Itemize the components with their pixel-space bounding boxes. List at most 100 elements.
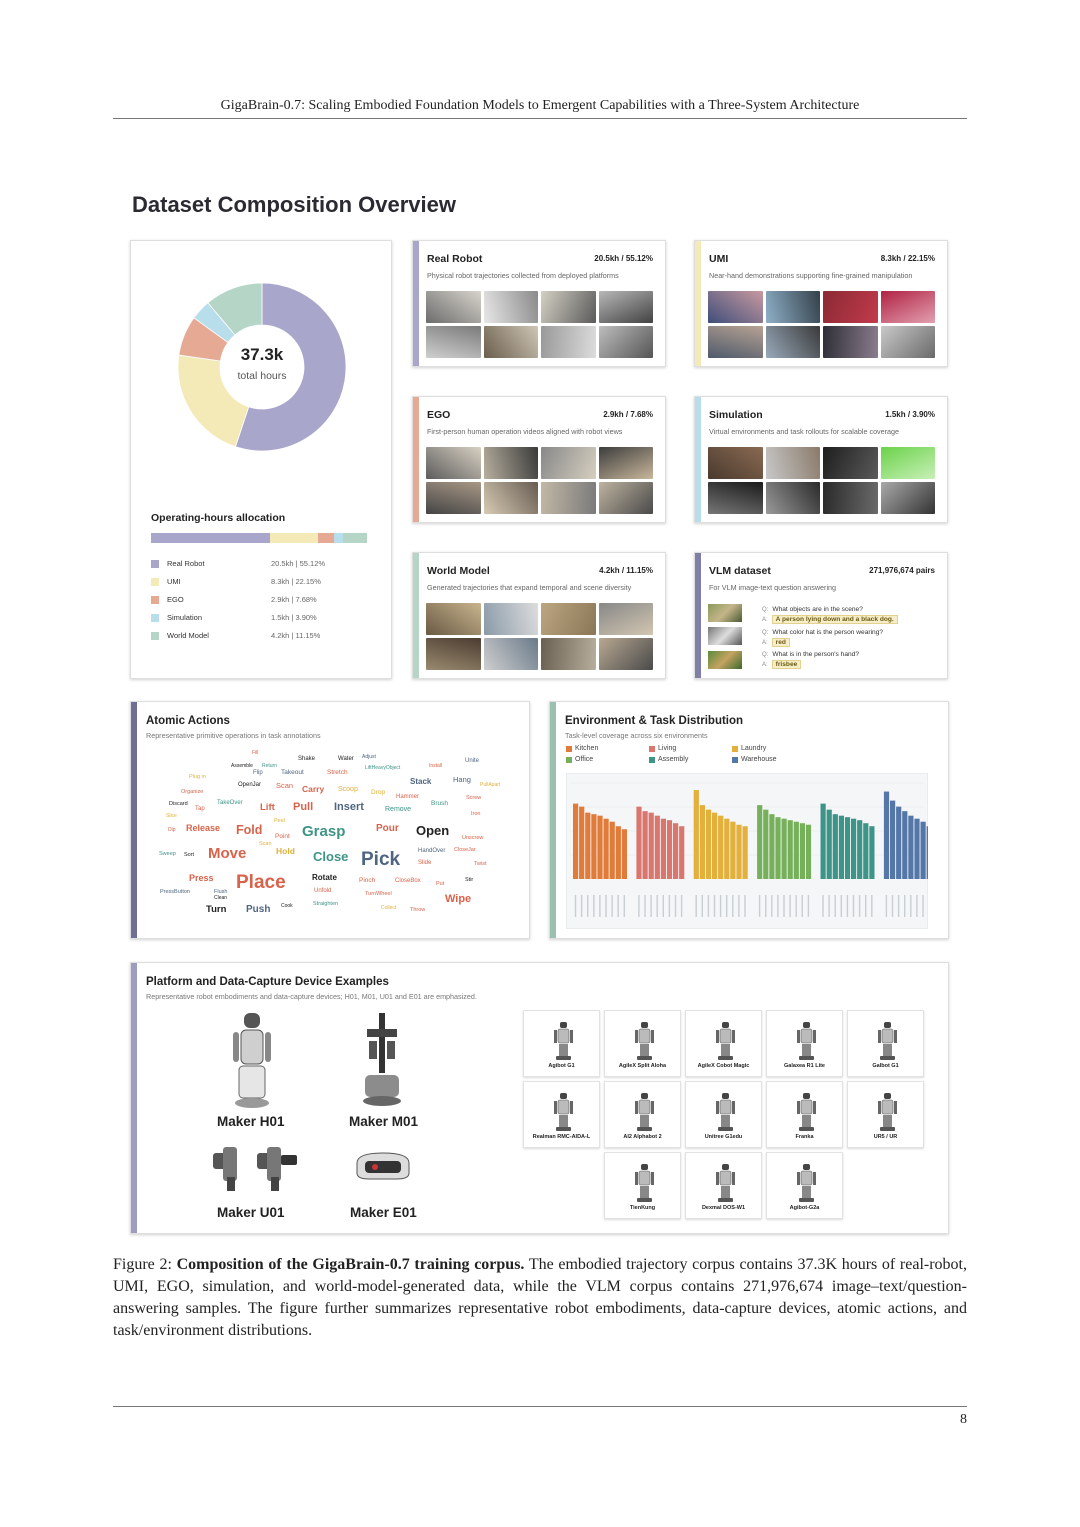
environment-bar (615, 826, 621, 879)
donut-slice (177, 354, 250, 448)
tick-label (674, 895, 677, 917)
environment-bar (718, 815, 724, 879)
dataset-title: VLM dataset (709, 565, 771, 577)
dataset-thumbnail (483, 326, 538, 358)
robot-tile: TienKung (604, 1152, 681, 1219)
robot-name: Franka (795, 1134, 814, 1140)
environment-bar (591, 814, 597, 879)
accent-bar (413, 553, 419, 678)
action-word: Scan (259, 841, 272, 847)
action-word: Put (436, 881, 445, 887)
dataset-thumbnail (823, 447, 878, 479)
tick-label (599, 895, 601, 917)
qa-question: Q:What is in the person's hand? (762, 651, 860, 658)
tick-label (777, 895, 779, 917)
tick-label (656, 895, 658, 917)
tick-label (668, 895, 671, 917)
action-word: LiftHeavyObject (365, 765, 401, 771)
legend-swatch (732, 745, 738, 752)
robot-name: Galaxea R1 Lite (784, 1063, 825, 1069)
dataset-thumbnail (823, 326, 878, 358)
robot-tile: AgileX Split Aloha (604, 1010, 681, 1077)
legend-swatch (649, 756, 655, 763)
dataset-thumbnail (880, 447, 935, 479)
environment-legend-item: Assembly (649, 756, 688, 763)
qa-question: Q:What color hat is the person wearing? (762, 629, 884, 636)
environment-bar (585, 812, 591, 879)
environment-bar (832, 814, 838, 879)
action-word: Stir (465, 877, 474, 883)
environment-bar (883, 791, 890, 879)
environment-bar (920, 821, 926, 879)
robot-name: AgileX Cobot Magic (697, 1063, 750, 1069)
tick-label (822, 895, 824, 917)
dataset-thumbnail (426, 638, 481, 670)
action-word: Wipe (445, 893, 472, 905)
environment-bar (826, 809, 832, 879)
action-word: Sort (184, 852, 195, 858)
environment-bar (769, 814, 775, 879)
action-word: PressButton (160, 889, 190, 895)
vlm-thumbnail (708, 651, 742, 669)
legend-swatch (151, 595, 159, 604)
robot-tile: UR5 / UR (847, 1081, 924, 1148)
robot-name: Realman RMC-AIDA-L (532, 1134, 591, 1140)
dataset-thumbnails (426, 291, 653, 358)
action-word: Stretch (327, 769, 348, 776)
action-word: Remove (385, 806, 412, 813)
action-word: Grasp (302, 823, 346, 840)
action-word: Twist (474, 861, 487, 867)
accent-bar (550, 702, 556, 938)
action-word: Straighten (313, 901, 339, 907)
tick-label (891, 895, 894, 917)
robot-icon (635, 1164, 654, 1202)
legend-value: 8.3kh | 22.15% (271, 577, 321, 586)
donut-slice (207, 282, 263, 336)
section-subtitle: Task-level coverage across six environme… (565, 731, 708, 740)
action-word: Discard (169, 801, 188, 807)
robot-icon (716, 1093, 735, 1131)
tick-label (638, 895, 640, 917)
dataset-thumbnail (765, 447, 820, 479)
environment-bar (787, 820, 793, 879)
dataset-thumbnail (598, 326, 653, 358)
dataset-thumbnails (708, 447, 935, 514)
tick-label (644, 895, 646, 917)
dataset-thumbnail (426, 603, 481, 635)
action-word: Scan (276, 781, 294, 790)
environment-bar (673, 823, 679, 879)
action-word: Takeout (281, 769, 304, 776)
dataset-desc: For VLM image-text question answering (709, 583, 837, 592)
environment-bar (914, 818, 920, 879)
tick-label (885, 895, 888, 917)
tick-label (680, 895, 683, 917)
legend-label: Office (575, 756, 594, 763)
action-word: Pour (376, 823, 399, 834)
figure-title: Dataset Composition Overview (132, 192, 456, 217)
action-word: Stack (410, 777, 432, 786)
environment-bar (805, 824, 812, 879)
action-word: Point (275, 833, 290, 840)
qa-answer: A:frisbee (708, 660, 802, 669)
dataset-thumbnail (541, 291, 596, 323)
dataset-desc: Virtual environments and task rollouts f… (709, 427, 900, 436)
action-word: Dip (168, 827, 176, 833)
environment-bar (736, 824, 742, 879)
action-word: Press (189, 873, 214, 883)
dataset-card-world-model: World Model 4.2kh / 11.15% Generated tra… (412, 552, 666, 679)
legend-swatch (566, 756, 572, 763)
footer-rule (113, 1406, 967, 1407)
dataset-thumbnail (708, 291, 763, 323)
legend-value: 2.9kh | 7.68% (271, 595, 317, 604)
tick-label (605, 895, 607, 917)
robot-name: AgileX Split Aloha (618, 1063, 667, 1069)
legend-label: Simulation (167, 613, 203, 622)
accent-bar (131, 963, 137, 1233)
dataset-title: World Model (427, 565, 490, 577)
legend-value: 1.5kh | 3.90% (271, 613, 317, 622)
donut-unit: total hours (237, 370, 287, 382)
dataset-thumbnail (541, 326, 596, 358)
